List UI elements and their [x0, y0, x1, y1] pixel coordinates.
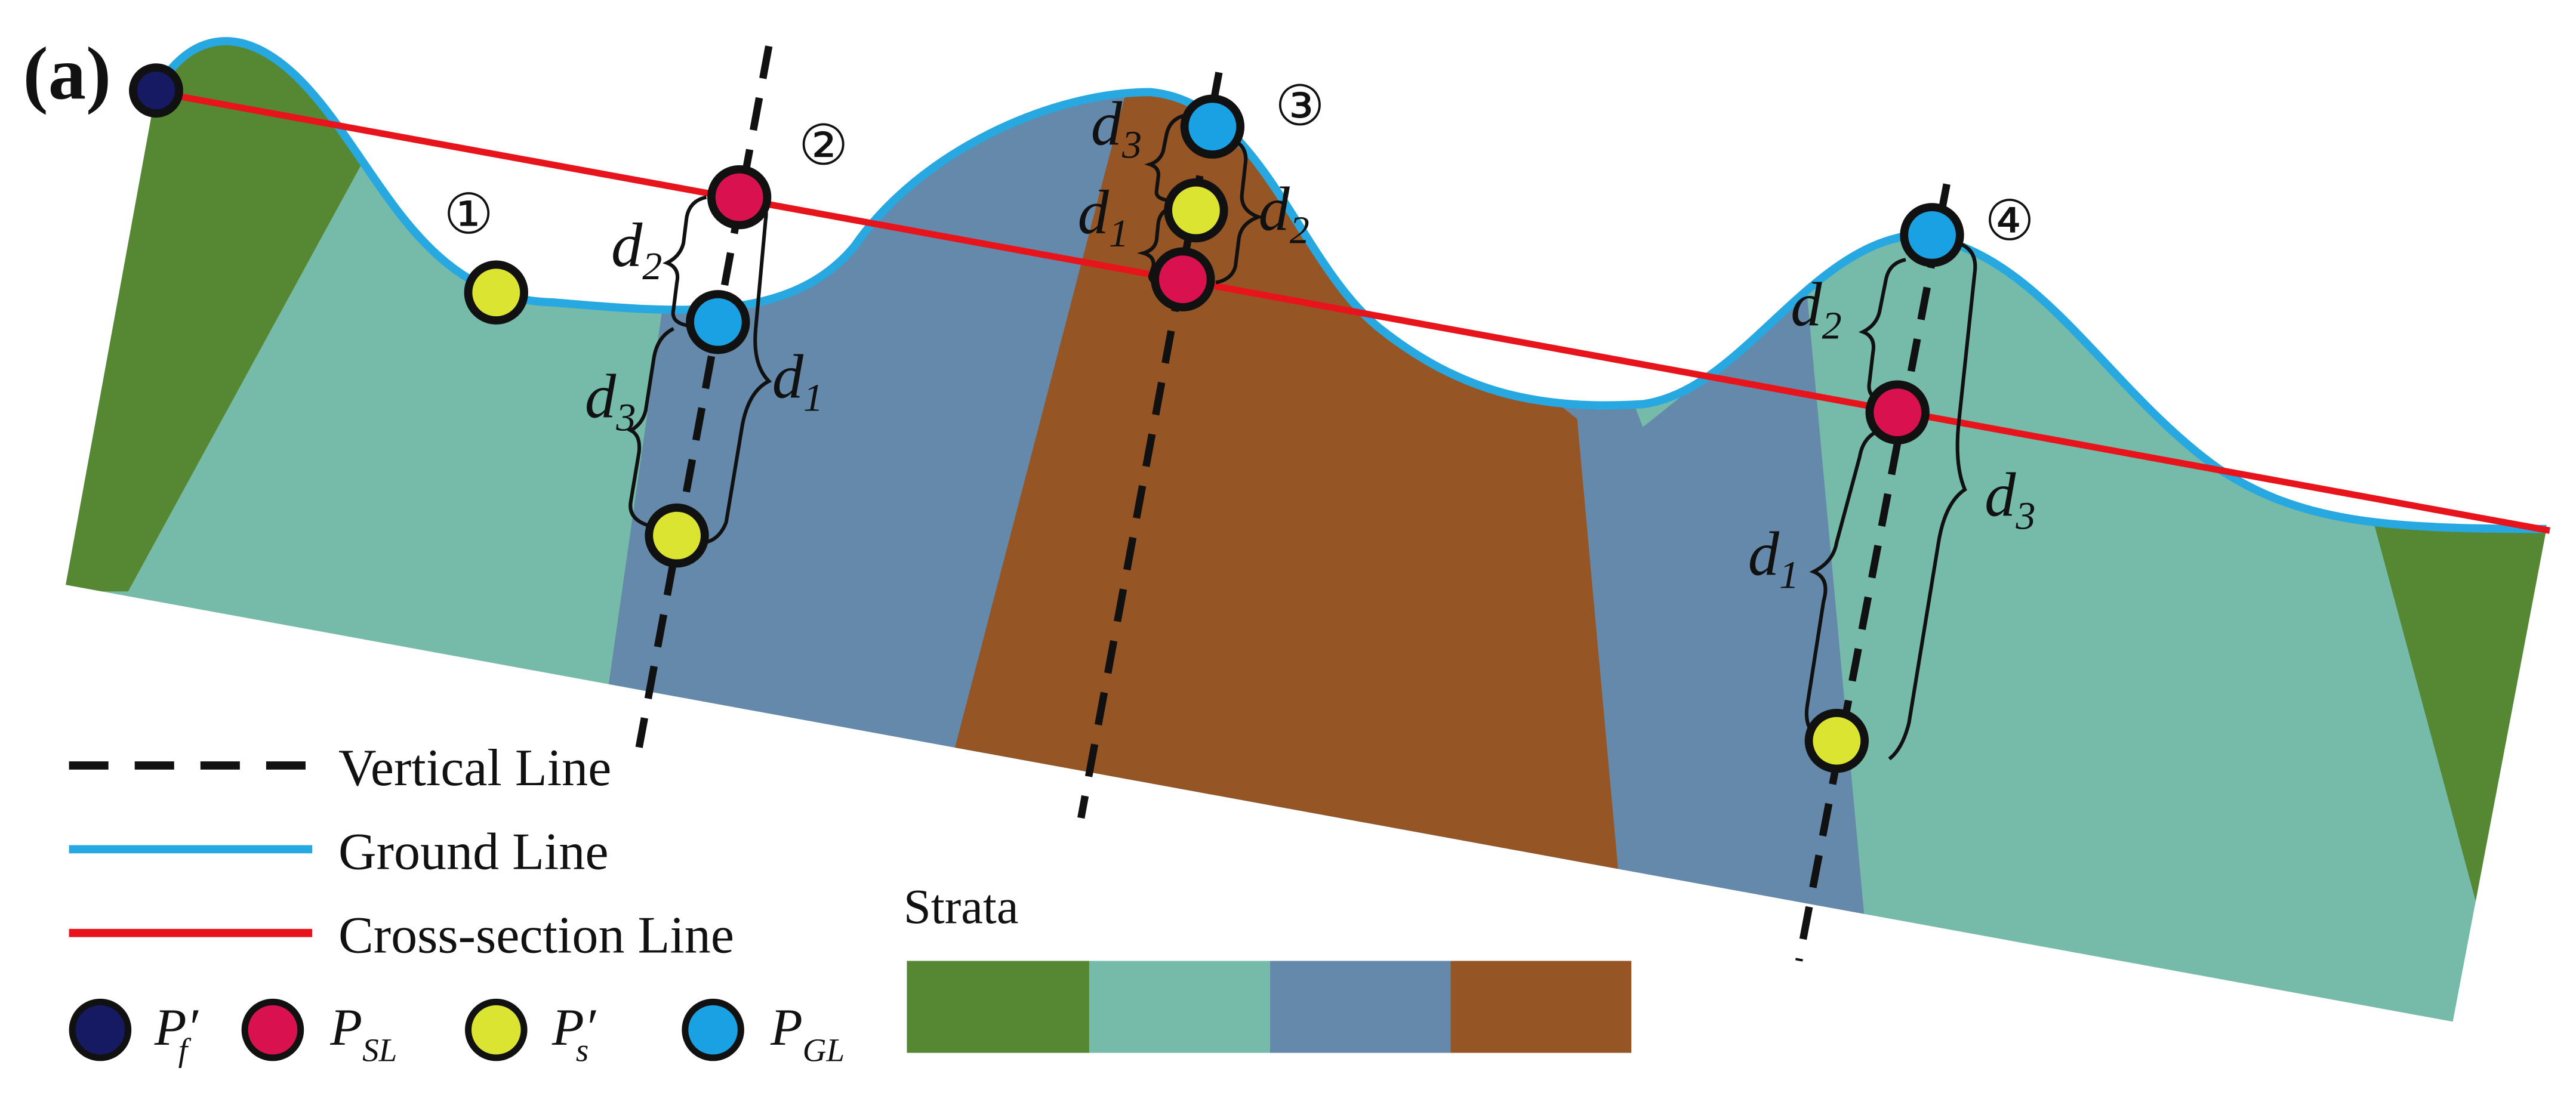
marker-pgl-site3: [1180, 94, 1245, 159]
label-d3-site3: d3: [1091, 89, 1142, 166]
brace-d2-site2: [662, 195, 707, 328]
legend-psl-marker: [241, 998, 304, 1061]
label-d1-site2: d1: [772, 342, 823, 419]
marker-pgl-site2: [686, 290, 750, 354]
legend-ps-marker: [464, 998, 528, 1061]
strata-swatch-3: [1269, 961, 1451, 1053]
brace-d3-site3: [1144, 113, 1187, 203]
label-d2-site4: d2: [1791, 270, 1841, 347]
stratum-brown: [953, 41, 1619, 871]
distance-labels: d2 d3 d1 d3 d1 d2 d2 d1 d3: [585, 89, 2036, 597]
site-label-3: ③: [1275, 76, 1325, 137]
strata-legend: Strata: [904, 879, 1632, 1053]
legend-psl-label: PSL: [329, 999, 397, 1069]
marker-psl-site2: [707, 165, 772, 230]
brace-d1-site4: [1804, 428, 1881, 741]
marker-ps-site4: [1804, 708, 1869, 773]
ground-line: [152, 37, 2547, 533]
site-labels: ① ② ③ ④: [443, 76, 2035, 252]
legend-ps-label: P′s: [551, 999, 597, 1069]
brace-d1-site3: [1136, 205, 1174, 288]
marker-psl-site4: [1865, 380, 1930, 444]
brace-d3-site2: [627, 327, 674, 527]
legend-pgl-label: PGL: [770, 999, 845, 1069]
vertical-line-2: [635, 45, 773, 748]
point-markers: [129, 63, 1964, 773]
strata-swatch-1: [907, 961, 1089, 1053]
site-label-1: ①: [443, 184, 494, 246]
legend-pgl-marker: [682, 998, 744, 1061]
marker-ps-site2: [645, 503, 709, 568]
strata-swatch-4: [1450, 961, 1632, 1053]
marker-pf: [129, 63, 183, 118]
label-d1-site3: d1: [1078, 178, 1129, 255]
legend-vertical-line-label: Vertical Line: [338, 739, 611, 797]
brace-d2-site3: [1215, 136, 1264, 285]
legend-ground-line-label: Ground Line: [338, 823, 609, 881]
legend: Vertical Line Ground Line Cross-section …: [69, 739, 845, 1068]
label-d2-site2: d2: [611, 211, 662, 288]
label-d3-site4: d3: [1985, 461, 2035, 538]
label-d1-site4: d1: [1748, 520, 1799, 597]
label-d2-site3: d2: [1258, 175, 1309, 252]
site-label-2: ②: [799, 116, 849, 177]
legend-pf-label: P′f: [154, 999, 199, 1069]
label-d3-site2: d3: [585, 362, 636, 439]
vertical-line-4: [1795, 183, 1951, 962]
site-label-4: ④: [1985, 191, 2035, 252]
brace-d2-site4: [1858, 258, 1906, 403]
brace-d3-site4: [1888, 241, 1977, 761]
strata-title: Strata: [904, 879, 1019, 934]
cross-section-line: [155, 88, 2550, 534]
marker-psl-site3: [1151, 247, 1215, 311]
legend-cross-section-line-label: Cross-section Line: [338, 907, 734, 965]
marker-pgl-site4: [1900, 203, 1964, 267]
marker-ps-site3: [1164, 178, 1228, 243]
panel-label: (a): [23, 32, 112, 115]
strata-swatch-2: [1089, 961, 1270, 1053]
marker-ps-site1: [464, 260, 528, 325]
legend-pf-marker: [69, 998, 132, 1061]
